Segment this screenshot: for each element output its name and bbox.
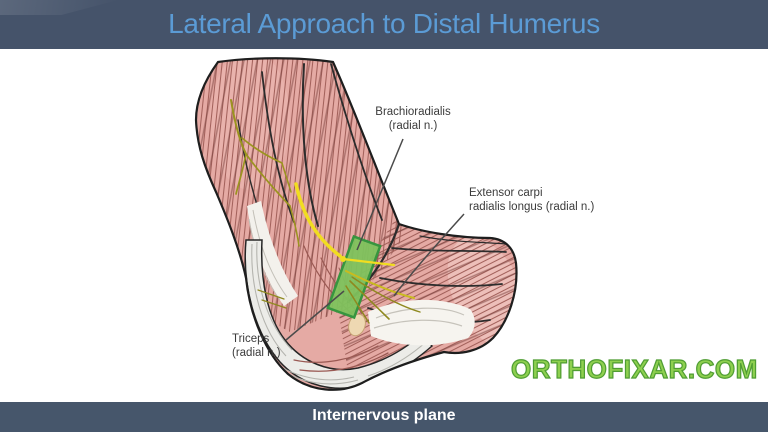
page-title: Lateral Approach to Distal Humerus xyxy=(168,7,600,39)
arm-outline xyxy=(194,57,518,391)
orthofixar-watermark: ORTHOFIXAR.COM xyxy=(510,353,758,384)
leader-triceps xyxy=(285,290,345,341)
footer-caption: Internervous plane xyxy=(312,406,456,424)
label-extensor-carpi-radialis-longus: Extensor carpi radialis longus (radial n… xyxy=(469,187,594,214)
label-brachioradialis-line1: Brachioradialis xyxy=(375,106,451,118)
leader-brachioradialis xyxy=(356,138,404,251)
label-ecrl-line1: Extensor carpi xyxy=(469,187,543,199)
radial-nerve-twigs xyxy=(340,256,421,324)
header-bar: Lateral Approach to Distal Humerus xyxy=(0,0,768,49)
label-ecrl-line2: radialis longus (radial n.) xyxy=(469,200,595,213)
label-triceps-line1: Triceps xyxy=(232,333,270,345)
leader-ecrl xyxy=(393,213,465,297)
label-brachioradialis-line2: (radial n.) xyxy=(388,119,438,132)
label-brachioradialis: Brachioradialis (radial n.) xyxy=(352,106,474,133)
epicondyle-bone xyxy=(348,313,366,337)
footer-bar: Internervous plane xyxy=(0,402,768,432)
radial-nerve xyxy=(230,99,342,309)
label-triceps-line2: (radial n.) xyxy=(232,346,281,359)
arm-body xyxy=(196,58,517,390)
label-triceps: Triceps (radial n.) xyxy=(232,333,281,360)
